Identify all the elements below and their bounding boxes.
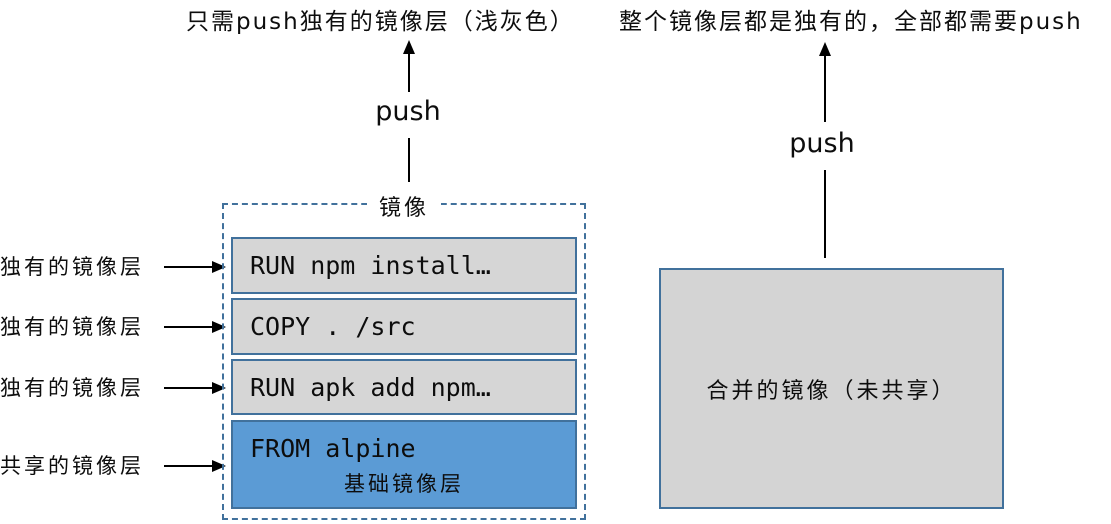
push-label-left: push — [375, 96, 441, 127]
side-label-shared: 共享的镜像层 — [0, 454, 144, 478]
layer-command: COPY . /src — [250, 312, 416, 341]
layer-from-alpine: FROM alpine 基础镜像层 — [231, 420, 577, 509]
image-group-box: 镜像 — [222, 190, 586, 520]
side-label-unique-1: 独有的镜像层 — [0, 255, 144, 279]
caption-unique-layers: 只需push独有的镜像层（浅灰色） — [186, 9, 575, 35]
caption-merged-layers: 整个镜像层都是独有的，全部都需要push — [619, 9, 1083, 35]
base-layer-caption: 基础镜像层 — [344, 471, 464, 496]
layer-run-npm-install: RUN npm install… — [231, 237, 577, 294]
push-label-right: push — [789, 128, 855, 159]
layer-copy-src: COPY . /src — [231, 298, 577, 355]
layer-command: RUN npm install… — [250, 251, 491, 280]
side-label-unique-3: 独有的镜像层 — [0, 376, 144, 400]
image-group-label: 镜像 — [366, 190, 442, 222]
layer-command: FROM alpine — [250, 433, 416, 463]
merged-image-box: 合并的镜像（未共享） — [659, 268, 1004, 509]
side-label-unique-2: 独有的镜像层 — [0, 315, 144, 339]
layer-run-apk-add: RUN apk add npm… — [231, 359, 577, 415]
merged-image-label: 合并的镜像（未共享） — [706, 378, 957, 404]
layer-command: RUN apk add npm… — [250, 372, 491, 402]
